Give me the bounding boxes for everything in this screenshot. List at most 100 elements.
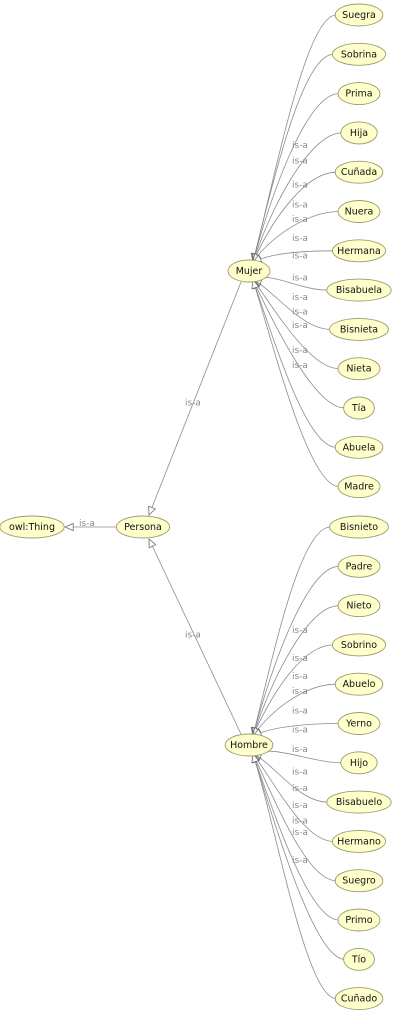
arrowhead-mujer	[148, 505, 157, 516]
node-nieta-shape	[337, 357, 381, 381]
edge-label-cunada: is-a	[292, 215, 308, 225]
edge-label-persona: is-a	[79, 519, 95, 529]
edge-bisabuela-to-mujer	[252, 277, 328, 291]
edge-madre-to-mujer	[252, 279, 340, 487]
edge-label-hijo: is-a	[292, 745, 308, 755]
node-abuela[interactable]: Abuela	[334, 435, 384, 459]
node-suegro[interactable]: Suegro	[334, 869, 384, 893]
node-persona-shape	[115, 515, 171, 539]
node-persona[interactable]: Persona	[115, 515, 171, 539]
node-sobrina-shape	[331, 42, 387, 66]
edge-sobrino-to-hombre	[252, 644, 334, 737]
edge-label-bisabuelo: is-a	[292, 767, 308, 777]
node-abuelo[interactable]: Abuelo	[334, 672, 384, 696]
edge-mujer-to-persona	[148, 281, 242, 516]
node-cunada-shape	[334, 160, 384, 184]
edge-abuela-to-mujer	[252, 279, 337, 448]
edge-label-prima: is-a	[292, 181, 308, 191]
edge-suegro-to-hombre	[252, 753, 337, 882]
edge-label-cunado: is-a	[292, 856, 308, 866]
node-abuelo-label: Abuelo	[343, 679, 376, 690]
edge-label-padre: is-a	[292, 654, 308, 664]
node-suegra-shape	[334, 3, 384, 27]
edge-labels-layer: is-a is-a is-a is-a is-a is-a is-a is-a is-a is-a…	[79, 141, 308, 866]
edge-label-tia: is-a	[292, 321, 308, 331]
node-bisabuela-label: Bisabuela	[336, 285, 382, 296]
arrowhead-persona	[64, 522, 74, 532]
node-nieta[interactable]: Nieta	[337, 357, 381, 381]
edge-label-abuelo: is-a	[292, 707, 308, 717]
node-sobrino-label: Sobrino	[341, 640, 377, 651]
node-hermano[interactable]: Hermano	[331, 829, 387, 853]
node-owlthing[interactable]: owl:Thing	[0, 515, 65, 539]
node-yerno[interactable]: Yerno	[337, 712, 381, 735]
node-prima[interactable]: Prima	[337, 82, 381, 106]
node-nieto-label: Nieto	[346, 601, 371, 612]
edge-primo-to-hombre	[252, 753, 340, 921]
node-nieto-shape	[337, 594, 381, 618]
node-nuera[interactable]: Nuera	[337, 200, 381, 223]
node-nieto[interactable]: Nieto	[337, 594, 381, 618]
node-hombre-shape	[224, 733, 274, 757]
node-bisnieto-label: Bisnieto	[340, 522, 378, 533]
node-tio[interactable]: Tío	[343, 947, 375, 971]
node-cunado-shape	[334, 987, 384, 1011]
node-primo[interactable]: Primo	[337, 908, 381, 932]
edge-label-primo: is-a	[292, 816, 308, 826]
node-madre-label: Madre	[344, 482, 374, 493]
edge-tio-to-hombre	[252, 753, 345, 960]
node-mujer[interactable]: Mujer	[227, 259, 271, 283]
node-nuera-shape	[337, 200, 381, 223]
edge-padre-to-hombre	[252, 565, 340, 737]
edge-label-madre: is-a	[292, 361, 308, 371]
node-hombre[interactable]: Hombre	[224, 733, 274, 757]
node-cunado-label: Cuñado	[341, 994, 378, 1005]
edge-prima-to-mujer	[252, 93, 340, 263]
edge-bisnieto-to-hombre	[252, 526, 331, 737]
node-sobrino[interactable]: Sobrino	[331, 633, 387, 657]
node-cunado[interactable]: Cuñado	[334, 987, 384, 1011]
edge-label-nieta: is-a	[292, 307, 308, 317]
node-hermana-label: Hermana	[337, 246, 381, 257]
edge-label-hermano: is-a	[292, 784, 308, 794]
edge-hombre-to-persona	[148, 538, 242, 735]
node-sobrina-label: Sobrina	[341, 49, 377, 60]
node-mujer-label: Mujer	[236, 266, 263, 277]
edge-label-abuela: is-a	[292, 346, 308, 356]
node-prima-label: Prima	[345, 89, 372, 100]
edge-label-bisnieta: is-a	[292, 293, 308, 303]
node-bisnieta[interactable]: Bisnieta	[329, 317, 389, 341]
node-bisnieto[interactable]: Bisnieto	[329, 515, 389, 539]
node-padre-label: Padre	[346, 561, 373, 572]
node-padre[interactable]: Padre	[337, 554, 381, 578]
node-tio-shape	[343, 947, 375, 971]
node-hermano-shape	[331, 829, 387, 853]
node-tio-label: Tío	[351, 954, 366, 965]
node-sobrina[interactable]: Sobrina	[331, 42, 387, 66]
edge-nieto-to-hombre	[252, 605, 340, 737]
edge-label-suegro: is-a	[292, 801, 308, 811]
node-bisabuelo-shape	[326, 790, 392, 814]
node-bisnieta-label: Bisnieta	[340, 324, 378, 335]
node-hermana[interactable]: Hermana	[331, 239, 387, 263]
node-hijo-shape	[340, 751, 378, 775]
node-bisabuela[interactable]: Bisabuela	[326, 278, 392, 302]
node-bisabuelo[interactable]: Bisabuelo	[326, 790, 392, 814]
edge-tia-to-mujer	[252, 279, 345, 409]
edge-label-sobrino: is-a	[292, 687, 308, 697]
node-hija[interactable]: Hija	[340, 121, 378, 145]
node-primo-label: Primo	[345, 915, 372, 926]
node-prima-shape	[337, 82, 381, 106]
node-suegra[interactable]: Suegra	[334, 3, 384, 27]
node-tia[interactable]: Tía	[343, 396, 375, 420]
node-suegro-shape	[334, 869, 384, 893]
node-madre[interactable]: Madre	[337, 475, 381, 499]
edge-sobrina-to-mujer	[252, 53, 334, 263]
node-owlthing-label: owl:Thing	[9, 522, 55, 533]
node-tia-shape	[343, 396, 375, 420]
node-hijo[interactable]: Hijo	[340, 751, 378, 775]
edge-label-hija: is-a	[292, 200, 308, 210]
node-cunada[interactable]: Cuñada	[334, 160, 384, 184]
node-hija-shape	[340, 121, 378, 145]
